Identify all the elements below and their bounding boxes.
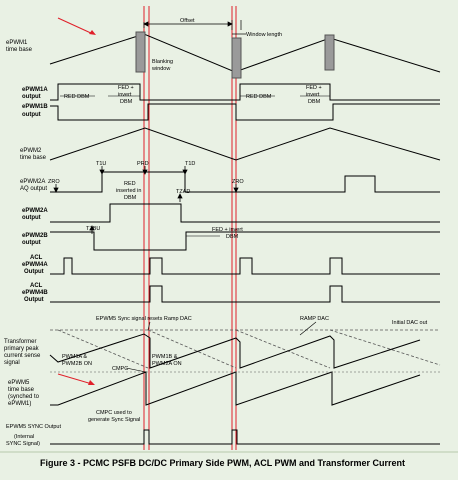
label-epwm1b-2: output: [22, 112, 41, 118]
red-arrow-ramp: [57, 373, 95, 385]
cmpc-used-label-1: CMPC used to: [96, 410, 132, 416]
epwm2-time-base: [49, 127, 441, 161]
label-epwm2a-1: ePWM2A: [22, 208, 48, 214]
epwm5-sync-output: [50, 429, 440, 445]
label-acl4b-3: Output: [24, 297, 44, 303]
label-acl4b-1: ACL: [30, 283, 43, 289]
prd-label: PRD: [137, 161, 149, 167]
red-dbm-label-1: RED DBM: [64, 94, 90, 100]
epwm1b-output: [50, 103, 440, 121]
label-epwm2a-2: output: [22, 215, 41, 221]
fed-invert-label-2a: FED +: [306, 85, 322, 91]
label-epwm5-tb-1: ePWM5: [8, 380, 30, 386]
label-epwm1a-2: output: [22, 94, 41, 100]
red-arrow-top: [57, 17, 96, 35]
t1u-label: T1U: [96, 161, 106, 167]
ramp-dac-lines: [50, 329, 441, 369]
label-xfmr-3: current sense: [4, 353, 41, 359]
label-epwm5-sync-1: EPWM5 SYNC Output: [6, 424, 61, 430]
cmpc-label: CMPC: [112, 366, 128, 372]
zro-label-2: ZRO: [232, 179, 244, 185]
label-epwm5-sync-2: (Internal: [14, 434, 34, 440]
label-epwm2b-1: ePWM2B: [22, 233, 48, 239]
zro-label-1: ZRO: [48, 179, 60, 185]
label-acl4a-3: Output: [24, 269, 44, 275]
epwm2a-aq-output: [50, 171, 440, 193]
blanking-window-2: [231, 37, 242, 79]
ramp-dac-pointers: [147, 321, 317, 336]
label-epwm2-tb-2: time base: [20, 155, 47, 161]
epwm1a-output: [50, 83, 440, 101]
epwm1-triangle-wave: [49, 33, 441, 73]
label-epwm1-tb-2: time base: [6, 47, 33, 53]
label-epwm5-tb-3: (synched to: [8, 394, 40, 400]
acl-epwm4b-output: [50, 285, 440, 303]
transformer-current-wave: [49, 333, 421, 369]
label-epwm1-tb-1: ePWM1: [6, 40, 28, 46]
label-acl4b-2: ePWM4B: [22, 290, 48, 296]
window-length-label: Window length: [246, 32, 282, 38]
tzbu-label: TZBU: [86, 226, 100, 232]
figure-caption: Figure 3 - PCMC PSFB DC/DC Primary Side …: [40, 458, 405, 468]
fed-invert-label-2b: invert: [306, 92, 320, 98]
row-labels: ePWM1 time base ePWM1A output ePWM1B out…: [4, 40, 61, 447]
label-epwm5-sync-3: SYNC Signal): [6, 441, 40, 447]
pwm1b-pwm2a-on-label-1: PWM1B &: [152, 354, 178, 360]
red-inserted-label-2: inserted in: [116, 188, 141, 194]
label-xfmr-4: signal: [4, 360, 20, 366]
epwm2b-output: [50, 231, 440, 251]
fed-invert-label-3: FED + invert: [212, 227, 243, 233]
pwm1-pwm2b-on-label-1: PWM1A &: [62, 354, 87, 360]
blanking-window-label-2: window: [151, 66, 170, 72]
label-acl4a-1: ACL: [30, 255, 43, 261]
fed-invert-label-2c: DBM: [308, 99, 321, 105]
label-epwm1a-1: ePWM1A: [22, 87, 48, 93]
t1d-label: T1D: [185, 161, 195, 167]
initial-dac-label: Initial DAC out: [392, 320, 428, 326]
blanking-window-label-1: Blanking: [152, 59, 173, 65]
label-epwm2-tb-1: ePWM2: [20, 148, 42, 154]
red-inserted-label-3: DBM: [124, 195, 137, 201]
red-dbm-label-2: RED DBM: [246, 94, 272, 100]
label-epwm1b-1: ePWM1B: [22, 104, 48, 110]
label-epwm5-tb-2: time base: [8, 387, 35, 393]
label-acl4a-2: ePWM4A: [22, 262, 48, 268]
epwm2a-output: [50, 203, 440, 223]
label-epwm2b-2: output: [22, 240, 41, 246]
red-inserted-label-1: RED: [124, 181, 136, 187]
sync-resets-label: EPWM5 Sync signal resets Ramp DAC: [96, 316, 192, 322]
acl-epwm4a-output: [50, 257, 440, 275]
tzad-label: TZAD: [176, 189, 190, 195]
pwm1b-pwm2a-on-label-2: PWM2A ON: [152, 361, 182, 367]
dbm-label-3: DBM: [226, 234, 239, 240]
label-xfmr-1: Transformer: [4, 339, 36, 345]
fed-invert-label-1c: DBM: [120, 99, 133, 105]
blanking-window-1: [135, 31, 146, 73]
pwm1-pwm2b-on-label-2: PWM2B ON: [62, 361, 92, 367]
label-epwm5-tb-4: ePWM1): [8, 401, 31, 407]
label-epwm2a-aq-2: AQ output: [20, 186, 47, 192]
aq-event-markers: [53, 166, 239, 234]
ramp-dac-label: RAMP DAC: [300, 316, 329, 322]
fed-invert-label-1b: invert: [118, 92, 132, 98]
label-xfmr-2: primary peak: [4, 346, 40, 352]
cmpc-pointer: [125, 367, 147, 373]
epwm5-time-base: [50, 371, 440, 406]
blanking-window-3: [324, 34, 335, 71]
epwm1-time-base: [49, 31, 441, 79]
label-epwm2a-aq-1: ePWM2A: [20, 179, 45, 185]
offset-annotation: [143, 20, 246, 35]
fed-invert-label-1a: FED +: [118, 85, 134, 91]
cmpc-used-label-2: generate Sync Signal: [88, 417, 140, 423]
offset-label: Offset: [180, 18, 195, 24]
